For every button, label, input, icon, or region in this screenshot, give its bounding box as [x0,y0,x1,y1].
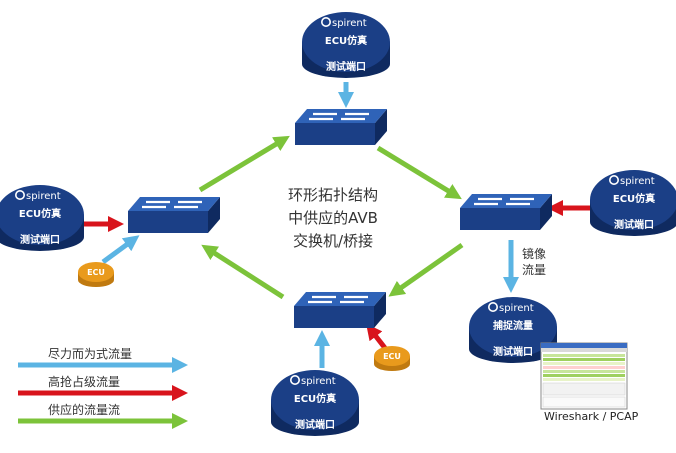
arrow-bottom-small-ecu-to-switch [366,323,387,350]
wireshark-caption: Wireshark / PCAP [544,410,639,423]
node-capture-label: 捕捉流量 [493,319,533,332]
switch-top [295,109,387,145]
switch-bottom [294,292,386,328]
brand-text: spirent [301,376,336,387]
switch-left [128,197,220,233]
spirent-logo: spirent [15,190,61,202]
brand-text: spirent [620,176,655,187]
node-left: spirent ECU仿真 测试端口 [0,185,84,251]
ecu-small-bottom-label: ECU [383,352,401,361]
node-right-port-label: 测试端口 [614,218,654,231]
legend-label-best-effort: 尽力而为式流量 [48,347,132,361]
ring-arrow-bottom-to-left [201,244,285,300]
ecu-small-left: ECU [78,262,114,287]
node-bottom: spirent ECU仿真 测试端口 [271,370,359,436]
center-caption-line-2: 中供应的AVB [288,209,378,227]
ring-arrow-left-to-top [198,135,290,193]
mirror-label-line-1: 镜像 [522,246,546,261]
node-bottom-port-label: 测试端口 [295,418,335,431]
spirent-logo: spirent [289,374,336,387]
node-right-label: ECU仿真 [613,192,655,205]
brand-text: spirent [332,18,367,29]
switch-right [460,194,552,230]
node-top-label: ECU仿真 [325,34,367,47]
legend-label-provisioned: 供应的流量流 [48,402,120,417]
ecu-small-bottom: ECU [374,346,410,371]
node-top-port-label: 测试端口 [326,60,366,73]
ring-arrow-top-to-right [376,145,462,200]
legend-label-preemption: 高抢占级流量 [48,374,120,389]
node-capture-port-label: 测试端口 [493,345,533,358]
node-left-label: ECU仿真 [19,207,61,220]
spirent-logo: spirent [320,16,367,29]
spirent-logo: spirent [487,301,534,314]
legend-item-preemption: 高抢占级流量 [18,374,189,402]
center-caption-line-3: 交换机/桥接 [293,232,373,250]
spirent-logo: spirent [608,175,655,187]
ring-arrow-right-to-bottom [388,242,464,297]
legend-item-best-effort: 尽力而为式流量 [18,347,189,374]
brand-text: spirent [499,303,534,314]
node-capture: spirent 捕捉流量 测试端口 [469,297,557,363]
ecu-small-left-label: ECU [87,268,105,277]
mirror-label-line-2: 流量 [522,263,546,277]
arrow-left-small-ecu-to-switch [101,235,140,265]
legend: 尽力而为式流量 高抢占级流量 供应的流量流 [18,347,189,430]
node-bottom-label: ECU仿真 [294,392,336,405]
legend-item-provisioned: 供应的流量流 [18,402,189,430]
node-left-port-label: 测试端口 [20,233,60,246]
center-caption-line-1: 环形拓扑结构 [288,186,378,204]
node-right: spirent ECU仿真 测试端口 [590,170,676,236]
node-top: spirent ECU仿真 测试端口 [302,12,390,78]
wireshark-thumbnail [540,342,628,410]
brand-text: spirent [26,191,61,202]
